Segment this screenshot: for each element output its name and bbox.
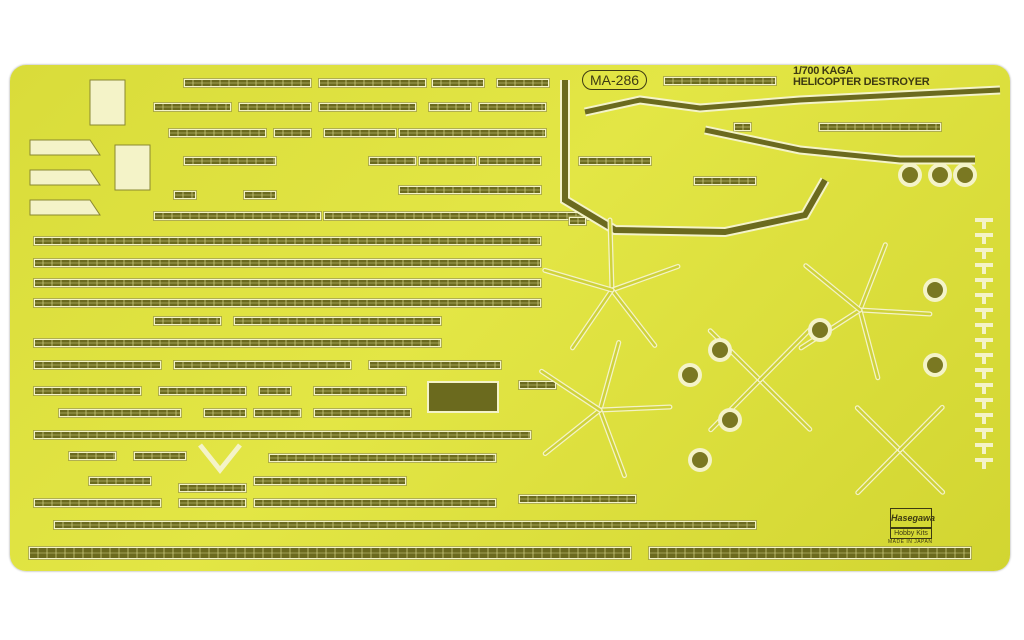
title-line-1: 1/700 KAGA xyxy=(793,65,853,77)
rotor-blade xyxy=(858,308,932,316)
rotor-hub xyxy=(812,322,828,338)
bracket-part xyxy=(29,139,101,156)
sheet-title: 1/700 KAGA HELICOPTER DESTROYER xyxy=(793,65,930,88)
fitting-part xyxy=(975,443,993,454)
fitting-part xyxy=(975,428,993,439)
fitting-part xyxy=(975,308,993,319)
fitting-part xyxy=(975,338,993,349)
curved-railing xyxy=(584,87,1001,115)
rotor-hub xyxy=(692,452,708,468)
rotor-hub xyxy=(722,412,738,428)
fitting-part xyxy=(975,293,993,304)
bracket-part xyxy=(29,199,101,216)
rotor-hub xyxy=(932,167,948,183)
fitting-part xyxy=(975,413,993,424)
fitting-part xyxy=(975,233,993,244)
brand-plate: Hobby Kits xyxy=(890,528,932,539)
fitting-part xyxy=(975,323,993,334)
fitting-part xyxy=(975,278,993,289)
fitting-part xyxy=(975,458,993,469)
rotor-hub xyxy=(682,367,698,383)
curved-railing xyxy=(562,80,828,236)
rotor-blade xyxy=(856,406,902,452)
fitting-part xyxy=(975,398,993,409)
rotor-hub xyxy=(712,342,728,358)
rotor-blade xyxy=(598,405,672,412)
fitting-part xyxy=(975,353,993,364)
rotor-blade xyxy=(804,264,862,312)
rotor-hub xyxy=(902,167,918,183)
rotor-hub xyxy=(927,282,943,298)
rotor-blade xyxy=(856,448,902,494)
fitting-part xyxy=(975,383,993,394)
rotor-blade xyxy=(543,408,602,455)
platform-part xyxy=(427,381,499,413)
crane-part xyxy=(114,144,151,191)
rotor-blade xyxy=(543,269,614,292)
rotor-blade xyxy=(540,370,602,412)
rotor-hub xyxy=(957,167,973,183)
rotor-blade xyxy=(610,288,657,347)
rotor-blade xyxy=(858,243,887,312)
curved-railing xyxy=(704,127,975,163)
rotor-blade xyxy=(610,265,680,292)
product-code: MA-286 xyxy=(582,70,648,90)
hasegawa-logo: Hasegawa xyxy=(890,508,935,528)
fitting-part xyxy=(975,218,993,229)
rotor-blade xyxy=(608,218,614,292)
rotor-blade xyxy=(598,341,620,412)
crane-part xyxy=(89,79,126,126)
fitting-part xyxy=(975,248,993,259)
rotor-blade xyxy=(858,308,880,379)
made-in-label: MADE IN JAPAN xyxy=(888,539,933,545)
v-bracket-part xyxy=(198,443,242,475)
rotor-blade xyxy=(758,378,812,431)
rotor-blade xyxy=(571,288,614,350)
rotor-blade xyxy=(898,448,944,494)
rotor-blade xyxy=(758,328,811,382)
rotor-blade xyxy=(598,408,626,477)
fitting-part xyxy=(975,263,993,274)
fitting-part xyxy=(975,368,993,379)
rotor-blade xyxy=(898,406,944,452)
rotor-hub xyxy=(927,357,943,373)
title-line-2: HELICOPTER DESTROYER xyxy=(793,76,930,88)
bracket-part xyxy=(29,169,101,186)
